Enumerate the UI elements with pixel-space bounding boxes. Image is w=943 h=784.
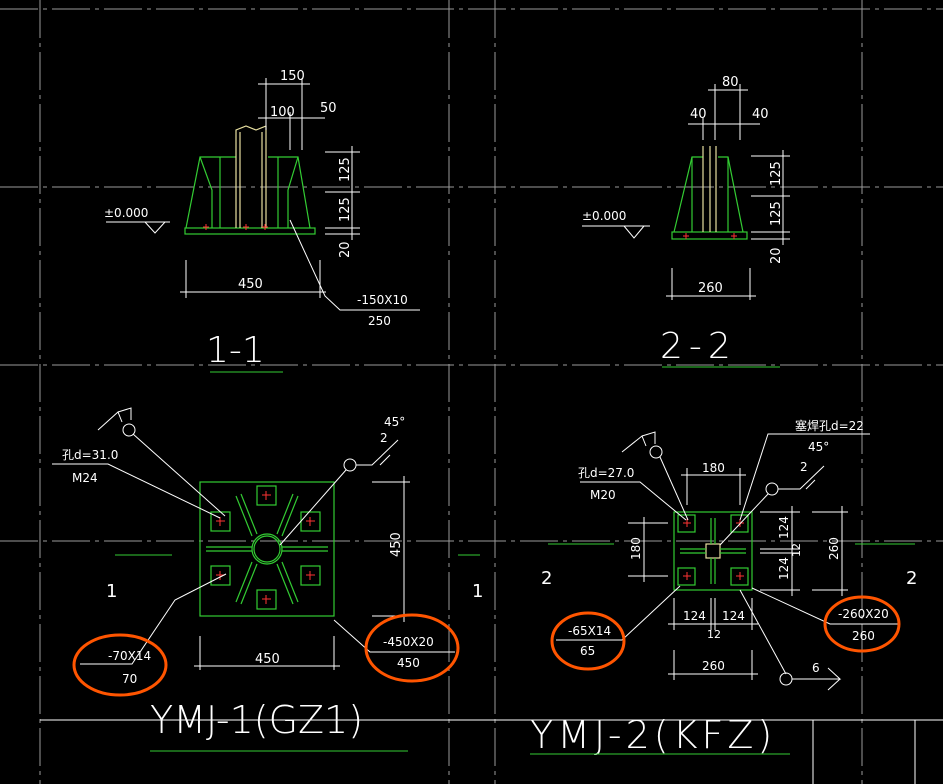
ymj2-plan: 孔d=27.0 M20 塞焊孔d=22 45° 2 180 180 124 12… bbox=[530, 418, 917, 757]
ymj2-plate-small-len: 65 bbox=[580, 644, 595, 658]
ymj1-section-marker-right: 1 bbox=[472, 581, 483, 602]
section-2-2-bolt-markers bbox=[683, 233, 737, 239]
ymj1-dim-right-450: 450 bbox=[389, 532, 404, 557]
ymj1-plate-main-len: 450 bbox=[397, 656, 420, 670]
leader-1-1-plate-len: 250 bbox=[368, 314, 391, 328]
ymj1-dim-bottom-450: 450 bbox=[255, 652, 280, 667]
section-1-1-bolt-markers bbox=[203, 224, 268, 230]
ymj1-plate-small-len: 70 bbox=[122, 672, 137, 686]
ymj1-highlight-small-plate bbox=[72, 633, 168, 697]
ymj2-highlight-small-plate bbox=[550, 611, 626, 671]
section-1-1-dimensions bbox=[106, 78, 420, 311]
ymj2-top-hole-label: 塞焊孔d=22 bbox=[795, 418, 864, 433]
section-2-2-dimensions bbox=[582, 84, 790, 300]
ymj1-weld-size: 2 bbox=[380, 431, 388, 445]
ymj2-dimensions bbox=[556, 431, 900, 691]
ymj1-section-marker-left: 1 bbox=[106, 581, 117, 602]
ymj2-outline bbox=[673, 511, 753, 591]
leader-1-1-plate: -150X10 bbox=[357, 293, 408, 307]
ymj1-highlight-main-plate bbox=[364, 613, 460, 683]
dim-2-2-top-80: 80 bbox=[722, 75, 739, 90]
section-2-2-title: 2-2 bbox=[660, 326, 737, 367]
dim-1-1-top-50: 50 bbox=[320, 101, 337, 116]
ymj1-bolt-label: M24 bbox=[72, 471, 98, 485]
ymj2-section-marker-right: 2 bbox=[906, 568, 917, 589]
dim-2-2-right-20: 20 bbox=[769, 247, 784, 264]
dim-1-1-top-150: 150 bbox=[280, 69, 305, 84]
ymj2-dim-top-180: 180 bbox=[702, 461, 725, 475]
ymj2-dim-right-124b: 124 bbox=[777, 557, 791, 580]
section-1-1-outline bbox=[184, 156, 316, 235]
ymj2-plate-small: -65X14 bbox=[568, 624, 611, 638]
section-1-1-anchor-bolts bbox=[235, 125, 267, 228]
dim-2-2-right-125b: 125 bbox=[769, 201, 784, 226]
ymj1-plan: 孔d=31.0 M24 45° 2 450 450 -70X14 70 -450… bbox=[52, 407, 483, 752]
ymj1-plate-main: -450X20 bbox=[383, 635, 434, 649]
ymj2-section-marker-left: 2 bbox=[541, 568, 552, 589]
ymj2-dim-bottom-260: 260 bbox=[702, 659, 725, 673]
dim-2-2-bottom-260: 260 bbox=[698, 281, 723, 296]
dim-1-1-top-100: 100 bbox=[270, 105, 295, 120]
ymj2-dim-bottom-124a: 124 bbox=[683, 609, 706, 623]
ymj2-bolt-label: M20 bbox=[590, 488, 616, 502]
ymj1-weld-angle: 45° bbox=[384, 415, 405, 429]
section-2-2-column bbox=[702, 146, 717, 232]
ymj2-weld-bottom: 6 bbox=[812, 661, 820, 675]
elevation-2-2: ±0.000 bbox=[582, 209, 626, 223]
ymj2-dim-right-12: 12 bbox=[790, 543, 803, 557]
ymj2-dim-left-180: 180 bbox=[629, 537, 643, 560]
ymj1-title: YMJ-1(GZ1) bbox=[150, 698, 363, 742]
dim-2-2-top-40a: 40 bbox=[690, 107, 707, 122]
ymj2-highlight-main-plate bbox=[823, 595, 901, 653]
section-1-1: 150 100 50 125 125 20 450 ±0.000 -150X10… bbox=[104, 69, 420, 373]
dim-2-2-right-125a: 125 bbox=[769, 161, 784, 186]
ymj2-dim-right-124a: 124 bbox=[777, 516, 791, 539]
ymj2-weld-angle: 45° bbox=[808, 440, 829, 454]
drawing-frame-lines bbox=[40, 719, 943, 784]
ymj2-hole-label: 孔d=27.0 bbox=[578, 466, 634, 480]
ymj2-dim-bottom-124b: 124 bbox=[722, 609, 745, 623]
dim-2-2-top-40b: 40 bbox=[752, 107, 769, 122]
ymj1-hole-label: 孔d=31.0 bbox=[62, 448, 118, 462]
ymj2-weld-size: 2 bbox=[800, 460, 808, 474]
ymj1-plate-small: -70X14 bbox=[108, 649, 151, 663]
dim-1-1-right-20: 20 bbox=[338, 241, 353, 258]
ymj2-dim-right-260: 260 bbox=[827, 537, 841, 560]
ymj2-plate-main: -260X20 bbox=[838, 607, 889, 621]
section-1-1-title: 1-1 bbox=[206, 330, 265, 371]
elevation-1-1: ±0.000 bbox=[104, 206, 148, 220]
ymj2-bolt-markers bbox=[683, 519, 744, 580]
ymj1-dimensions bbox=[52, 407, 455, 670]
dim-1-1-right-125b: 125 bbox=[338, 197, 353, 222]
ymj2-title: YMJ-2(KFZ) bbox=[530, 713, 776, 757]
ymj2-plate-main-len: 260 bbox=[852, 629, 875, 643]
section-2-2: 80 40 40 125 125 20 260 ±0.000 2-2 bbox=[582, 75, 790, 368]
dim-1-1-bottom-450: 450 bbox=[238, 277, 263, 292]
dim-1-1-right-125a: 125 bbox=[338, 157, 353, 182]
ymj2-dim-bottom-12: 12 bbox=[707, 628, 721, 641]
